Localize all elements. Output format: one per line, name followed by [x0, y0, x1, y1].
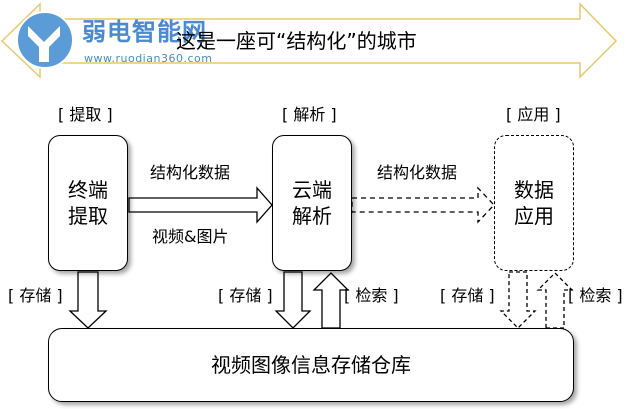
stage-extract-line1: 终端 — [68, 178, 108, 202]
store-label-parse: [ 存储 ] — [218, 286, 273, 305]
store-label-extract: [ 存储 ] — [8, 286, 63, 305]
store-arrow-parse — [274, 271, 312, 329]
stage-tag-apply: [ 应用 ] — [506, 105, 561, 124]
flow-arrow-extract-to-parse — [128, 186, 273, 224]
banner-title: 这是一座可“结构化”的城市 — [176, 29, 417, 53]
flow-arrow-parse-to-apply — [351, 186, 495, 224]
retrieve-arrow-parse — [312, 272, 350, 329]
repository-box: 视频图像信息存储仓库 — [48, 328, 574, 402]
stage-box-parse: 云端 解析 — [272, 135, 352, 271]
stage-box-extract: 终端 提取 — [48, 135, 128, 271]
logo-icon — [16, 11, 74, 69]
stage-tag-parse: [ 解析 ] — [282, 105, 337, 124]
retrieve-label-parse: [ 检索 ] — [344, 286, 399, 305]
logo-name: 弱电智能网 — [82, 18, 207, 46]
stage-parse-line2: 解析 — [292, 204, 332, 228]
stage-tag-extract: [ 提取 ] — [58, 105, 113, 124]
store-label-apply: [ 存储 ] — [440, 286, 495, 305]
flow-label-structured-1: 结构化数据 — [150, 163, 231, 182]
stage-parse-line1: 云端 — [292, 178, 332, 202]
store-arrow-apply — [499, 271, 537, 329]
stage-box-apply: 数据 应用 — [494, 135, 574, 271]
retrieve-label-apply: [ 检索 ] — [568, 286, 623, 305]
store-arrow-extract — [68, 271, 108, 329]
stage-extract-line2: 提取 — [68, 204, 108, 228]
stage-apply-line2: 应用 — [514, 204, 554, 228]
retrieve-arrow-apply — [536, 272, 574, 329]
repository-label: 视频图像信息存储仓库 — [211, 353, 411, 377]
flow-label-video-image: 视频&图片 — [152, 227, 229, 246]
logo-url: www.ruodian360.com — [84, 52, 213, 65]
stage-apply-line1: 数据 — [514, 178, 554, 202]
flow-label-structured-2: 结构化数据 — [377, 163, 458, 182]
